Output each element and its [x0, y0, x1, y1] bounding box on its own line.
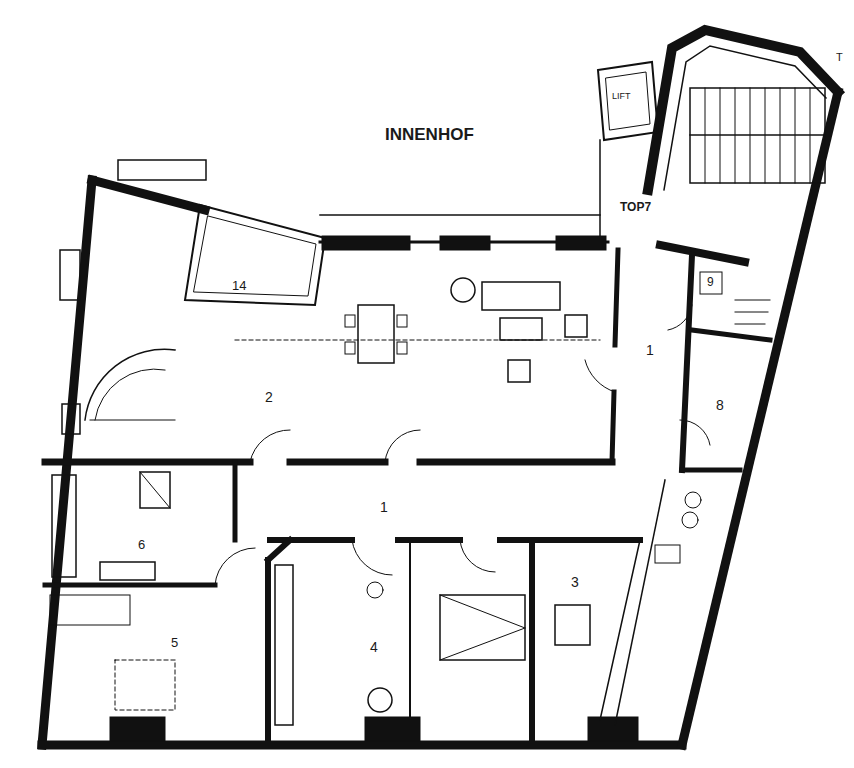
room-number: 1: [380, 500, 388, 514]
room-number: 2: [265, 390, 273, 404]
unit-label: TOP7: [620, 201, 651, 213]
room-number: 1: [646, 343, 654, 357]
room-number: 5: [171, 636, 178, 649]
room-number: 9: [707, 276, 714, 288]
room-number: 8: [716, 398, 724, 412]
room-number: 6: [138, 538, 145, 551]
room-number: 4: [370, 640, 378, 654]
corner-mark: T: [836, 52, 843, 63]
courtyard-label: INNENHOF: [385, 126, 474, 143]
room-number: 14: [232, 279, 246, 292]
room-number: 3: [571, 575, 579, 589]
lift-label: LIFT: [612, 92, 631, 101]
